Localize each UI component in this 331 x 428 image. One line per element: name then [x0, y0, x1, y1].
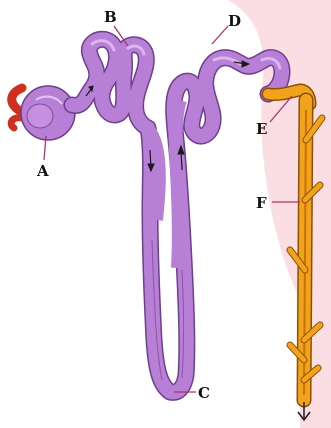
ascending-limb — [176, 100, 180, 268]
label-d: D — [228, 12, 241, 30]
label-a: A — [36, 162, 49, 180]
tubule-system — [72, 39, 282, 392]
renal-corpuscle — [11, 86, 75, 140]
glomerulus — [27, 104, 53, 128]
label-b: B — [104, 8, 117, 26]
label-f: F — [256, 194, 267, 212]
label-c: C — [198, 384, 210, 402]
leader-d — [212, 26, 228, 44]
label-e: E — [256, 120, 267, 138]
